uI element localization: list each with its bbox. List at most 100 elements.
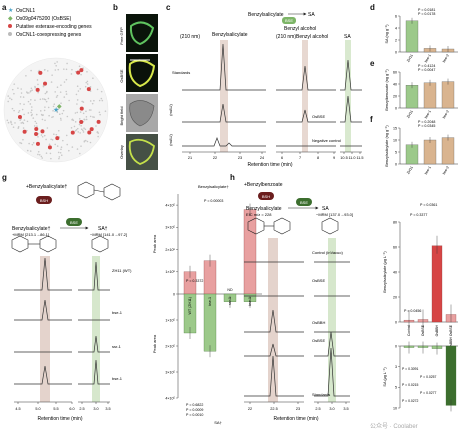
tick-label: 4.5 [15, 407, 20, 411]
legend-oscnl1: OsCNL1 [16, 8, 35, 14]
network-node [12, 126, 15, 128]
network-node [37, 136, 39, 138]
h-feed: +Benzylbenzoate [244, 182, 283, 188]
panel-label-g: g [2, 173, 7, 182]
y-tick-label: 1×10⁵ [165, 270, 175, 274]
esterase-node [47, 145, 52, 150]
esterase-node [79, 119, 84, 124]
network-node [53, 133, 55, 136]
tick-label: 21 [188, 156, 192, 160]
network-node [60, 119, 62, 121]
trace-label-osbse: OsBSE [312, 114, 325, 119]
network-node [104, 110, 107, 112]
bar-top [431, 245, 443, 323]
g-product: SA† [98, 226, 108, 232]
network-node [61, 112, 64, 115]
network-node [101, 99, 104, 102]
legend-esterase: Putative esterase-encoding genes [16, 24, 92, 30]
network-node [65, 134, 68, 137]
enzyme-badge-bse-h [296, 198, 312, 206]
esterase-node [79, 68, 84, 73]
p-value: P = 0.0178 [418, 12, 435, 16]
tick-label: 22 [248, 407, 252, 411]
panel-h-chromatograms: Control (inVacuo) OsBSE OsBBH OsBSE Stan… [244, 250, 350, 422]
network-node [35, 122, 38, 125]
circle-icon [8, 24, 12, 28]
network-node [52, 105, 55, 108]
panel-c-chromatograms: Standards OsBSE Negative control (mAU) (… [168, 43, 364, 168]
network-node [82, 112, 85, 115]
y-tick-label: 0 [395, 162, 397, 166]
esterase-node [87, 130, 92, 135]
network-node [78, 65, 81, 68]
tick-label: 6 [281, 156, 283, 160]
network-node [45, 138, 47, 141]
category-label: OsBBH OsBSE [449, 324, 453, 348]
network-node [30, 111, 32, 114]
yaxis-mau-2: (mAU) [168, 134, 173, 146]
row-label-brightfield: Bright field [119, 107, 124, 126]
category-label: bse-1 [208, 297, 212, 306]
network-node [50, 81, 53, 83]
network-node [37, 150, 40, 153]
network-node [68, 149, 70, 152]
p-value: P = 0.0010 [186, 413, 203, 417]
y-axis-label: Benzylbenzoate (ng g⁻¹) [385, 69, 389, 111]
esterase-node [34, 126, 39, 131]
network-node [7, 100, 9, 103]
category-label: ZH11 [406, 110, 414, 119]
esterase-node [34, 132, 39, 137]
network-node [60, 84, 62, 87]
network-node [41, 98, 44, 100]
network-node [83, 118, 85, 121]
bar-bottom [445, 345, 457, 406]
network-node [91, 102, 94, 105]
network-node [54, 62, 56, 65]
network-boundary [3, 57, 109, 163]
network-node [37, 91, 39, 94]
network-node [66, 62, 68, 65]
network-node [17, 87, 19, 89]
y-tick-label: 3 [395, 365, 397, 369]
network-node [39, 98, 42, 101]
network-node [96, 131, 99, 133]
network-node [50, 157, 52, 160]
reaction-substrate: Benzylsalicylate [248, 12, 284, 18]
p-value: P = 0.0009 [186, 408, 203, 412]
category-label: WT (ZH11) [188, 297, 192, 314]
category-label: bse-1 [248, 297, 252, 306]
p-value: P = 0.0181 [418, 8, 435, 12]
network-node [81, 100, 83, 103]
network-node [78, 123, 81, 126]
network-node [44, 106, 46, 108]
bar [423, 82, 437, 109]
p-value: P = 0.0257 [420, 375, 437, 379]
network-node [22, 138, 24, 141]
network-node [80, 125, 82, 127]
network-node [19, 96, 22, 98]
network-node [45, 152, 48, 154]
y-tick-label: 40 [393, 82, 397, 86]
p-value: P = 0.00003 [204, 199, 223, 203]
network-node [56, 94, 59, 97]
network-node [30, 114, 33, 117]
network-node [77, 131, 80, 133]
network-node [92, 116, 94, 118]
network-node [51, 74, 53, 76]
network-node [97, 132, 100, 134]
network-node [80, 145, 82, 147]
network-node [30, 106, 33, 108]
category-label: bse-1 [424, 110, 432, 120]
network-node [41, 157, 44, 159]
network-node [85, 110, 87, 113]
tick-label: 24 [260, 156, 264, 160]
wavelength-label-2: (210 nm) [276, 34, 296, 40]
network-node [30, 109, 33, 112]
network-node [30, 87, 33, 90]
network-node [76, 103, 78, 105]
network-node [86, 140, 89, 143]
network-node [36, 79, 39, 81]
network-node [62, 139, 64, 142]
network-node [59, 91, 62, 93]
network-node [57, 129, 60, 132]
